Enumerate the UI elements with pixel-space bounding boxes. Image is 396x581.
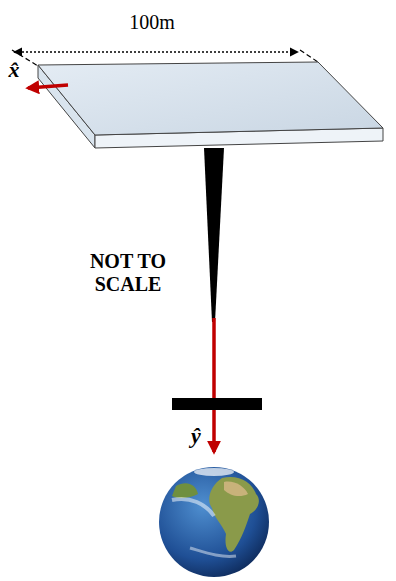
earth: [159, 467, 269, 577]
note: NOT TO SCALE: [73, 250, 183, 296]
crossbar: [172, 398, 262, 410]
dimension-label: 100m: [129, 11, 175, 34]
axis-label: x̂: [9, 57, 20, 83]
y-axis-arrow: [212, 318, 216, 452]
dimension-line: [14, 51, 298, 52]
plate-top: [38, 62, 383, 135]
x-axis-arrow: [28, 85, 68, 88]
extension-line: [300, 50, 318, 62]
tether: [204, 148, 224, 322]
axis-label: ŷ: [191, 423, 201, 449]
